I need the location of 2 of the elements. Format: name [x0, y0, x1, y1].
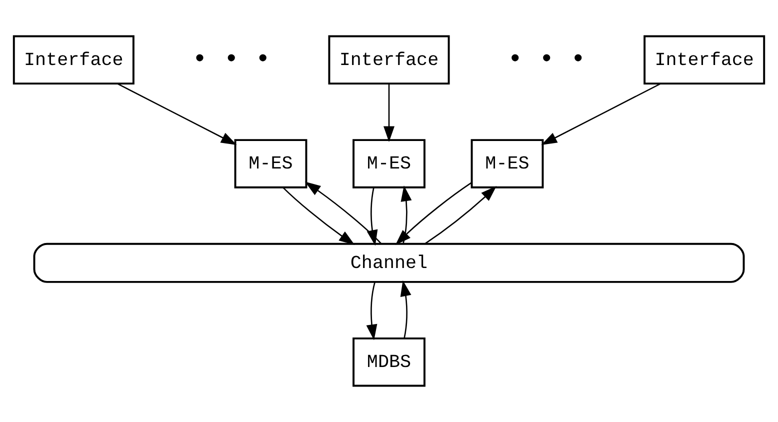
- label: • • •: [507, 44, 586, 74]
- label: • • •: [192, 44, 271, 74]
